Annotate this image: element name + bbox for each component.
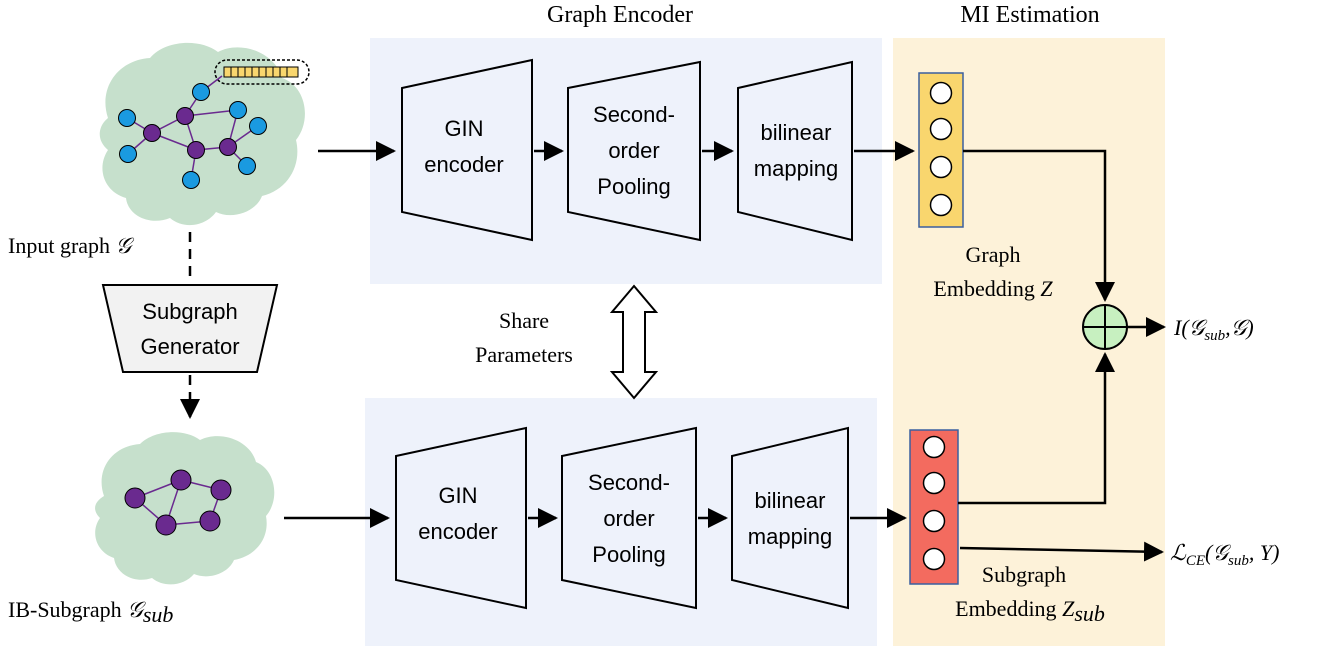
subgraph-embedding-vector: [909, 429, 959, 585]
ib-subgraph-label: IB-Subgraph 𝒢sub: [8, 597, 173, 627]
graph-encoder-title: Graph Encoder: [547, 2, 693, 28]
input-graph-label: Input graph 𝒢: [8, 233, 135, 258]
arrow-subgraph-embedding-to-ce: [959, 541, 1164, 562]
gin-encoder-label-top-2: encoder: [424, 152, 504, 177]
gin-encoder-block-top: [401, 58, 533, 242]
pooling-label-bottom-2: order: [603, 506, 654, 531]
node-feature-vector: [223, 66, 299, 78]
pooling-label-top-1: Second-: [593, 102, 675, 127]
pooling-block-bottom: [561, 426, 697, 610]
share-parameters-arrow: [609, 284, 659, 400]
gin-encoder-label-top-1: GIN: [444, 116, 483, 141]
input-graph-brain: [99, 42, 310, 226]
pooling-label-bottom-1: Second-: [588, 470, 670, 495]
gin-encoder-label-bottom-1: GIN: [438, 483, 477, 508]
pooling-label-top-2: order: [608, 138, 659, 163]
mi-combine-node: [1082, 304, 1128, 350]
node-feature-bubble: [214, 59, 310, 85]
mi-output-label: I(𝒢sub,𝒢): [1173, 315, 1254, 344]
bilinear-block-top: [737, 60, 853, 242]
graph-embedding-label-1: Graph: [966, 242, 1021, 267]
bilinear-label-top-2: mapping: [754, 156, 838, 181]
ce-output-label: ℒCE(𝒢sub, Y): [1170, 540, 1279, 569]
subgraph-generator-block: [101, 284, 279, 373]
gin-encoder-block-bottom: [395, 426, 527, 610]
bilinear-label-bottom-2: mapping: [748, 524, 832, 549]
bilinear-label-bottom-1: bilinear: [755, 488, 826, 513]
bilinear-label-top-1: bilinear: [761, 120, 832, 145]
subgraph-generator-label-1: Subgraph: [142, 299, 237, 324]
gin-encoder-label-bottom-2: encoder: [418, 519, 498, 544]
subgraph-generator-label-2: Generator: [140, 334, 239, 359]
share-label-1: Share: [499, 308, 549, 333]
arrow-subgraph-embedding-to-sum: [958, 352, 1115, 505]
share-label-2: Parameters: [475, 342, 573, 367]
pooling-label-top-3: Pooling: [597, 174, 670, 199]
ib-subgraph-brain: [95, 432, 275, 585]
mi-estimation-title: MI Estimation: [960, 2, 1099, 28]
subgraph-embedding-label-2: Embedding Zsub: [955, 596, 1105, 626]
graph-embedding-vector: [918, 72, 964, 228]
bilinear-block-bottom: [731, 426, 849, 610]
pooling-block-top: [567, 60, 701, 242]
graph-embedding-label-2: Embedding Z: [933, 276, 1053, 301]
arrow-graph-embedding-to-sum: [963, 149, 1115, 302]
subgraph-embedding-label-1: Subgraph: [982, 562, 1066, 587]
pooling-label-bottom-3: Pooling: [592, 542, 665, 567]
